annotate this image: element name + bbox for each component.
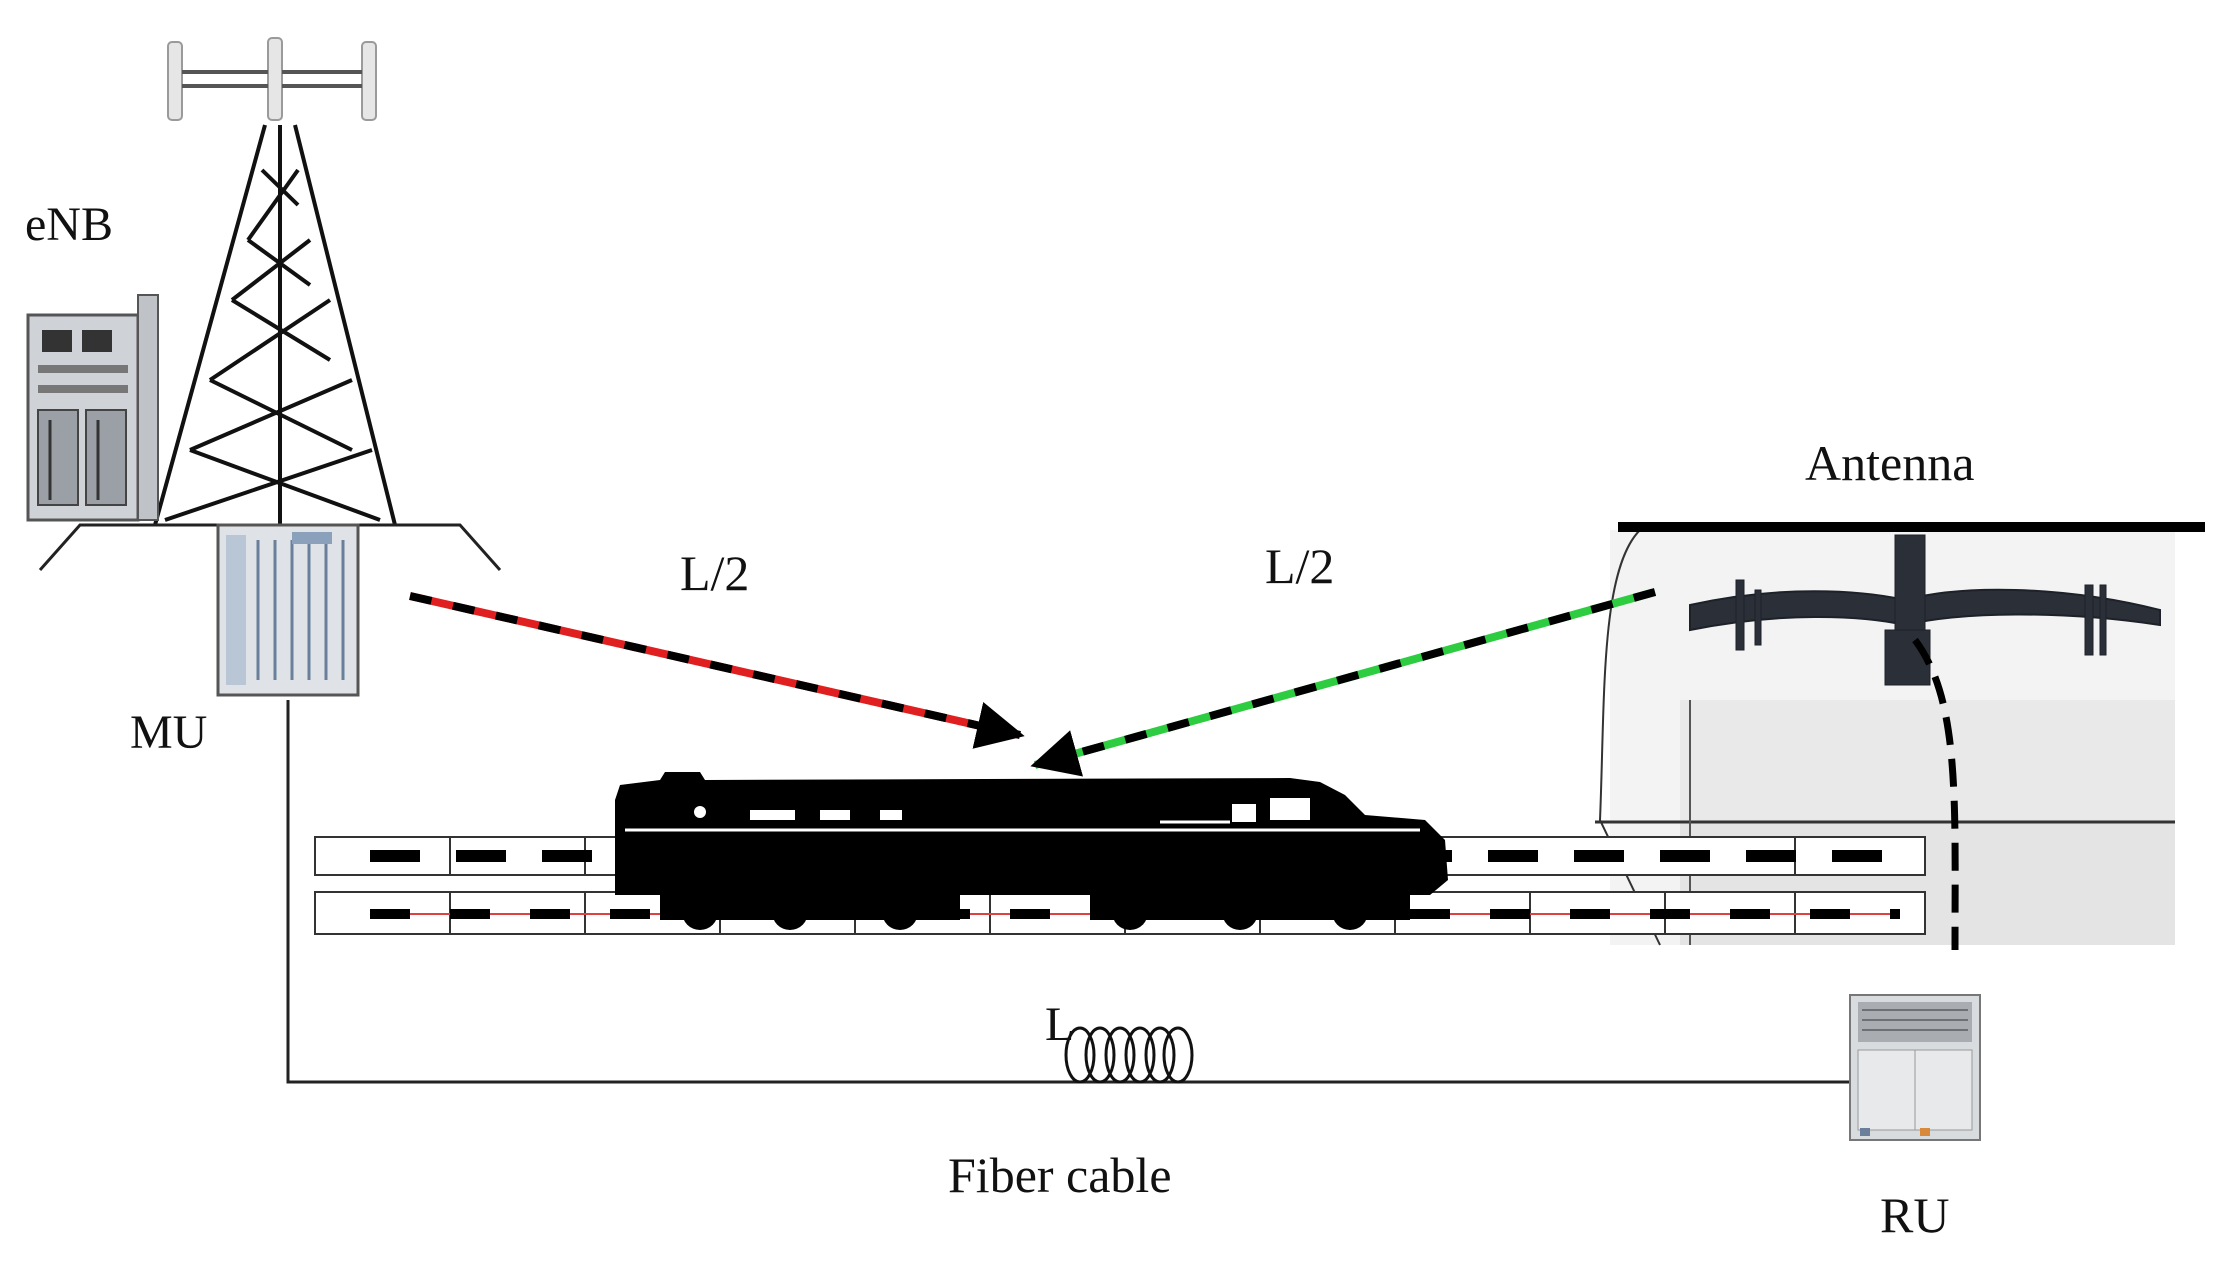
right-half-length-label: L/2 <box>1265 538 1334 594</box>
enb-label: eNB <box>25 198 113 251</box>
train-icon <box>615 772 1448 930</box>
ru-unit-icon <box>1849 994 1981 1141</box>
ru-label: RU <box>1880 1187 1949 1243</box>
right-half-path-arrow <box>1030 588 1657 777</box>
fiber-coil-icon <box>1064 1026 1194 1084</box>
mu-label: MU <box>130 706 207 759</box>
mu-rack-icon <box>216 523 360 697</box>
fiber-cable-line <box>286 700 1850 1084</box>
fiber-cable-label: Fiber cable <box>948 1147 1172 1203</box>
left-half-path-arrow <box>409 592 1025 749</box>
tower-antenna-panels <box>167 37 377 121</box>
fiber-length-label: L <box>1045 998 1074 1051</box>
left-half-length-label: L/2 <box>680 545 749 601</box>
enb-cabinet-icon <box>26 294 159 522</box>
tower-lattice <box>153 124 397 526</box>
cell-tower-icon <box>38 37 502 571</box>
antenna-ru-cable <box>1912 637 1959 951</box>
antenna-icon <box>1689 534 2161 686</box>
antenna-label: Antenna <box>1805 435 1974 491</box>
